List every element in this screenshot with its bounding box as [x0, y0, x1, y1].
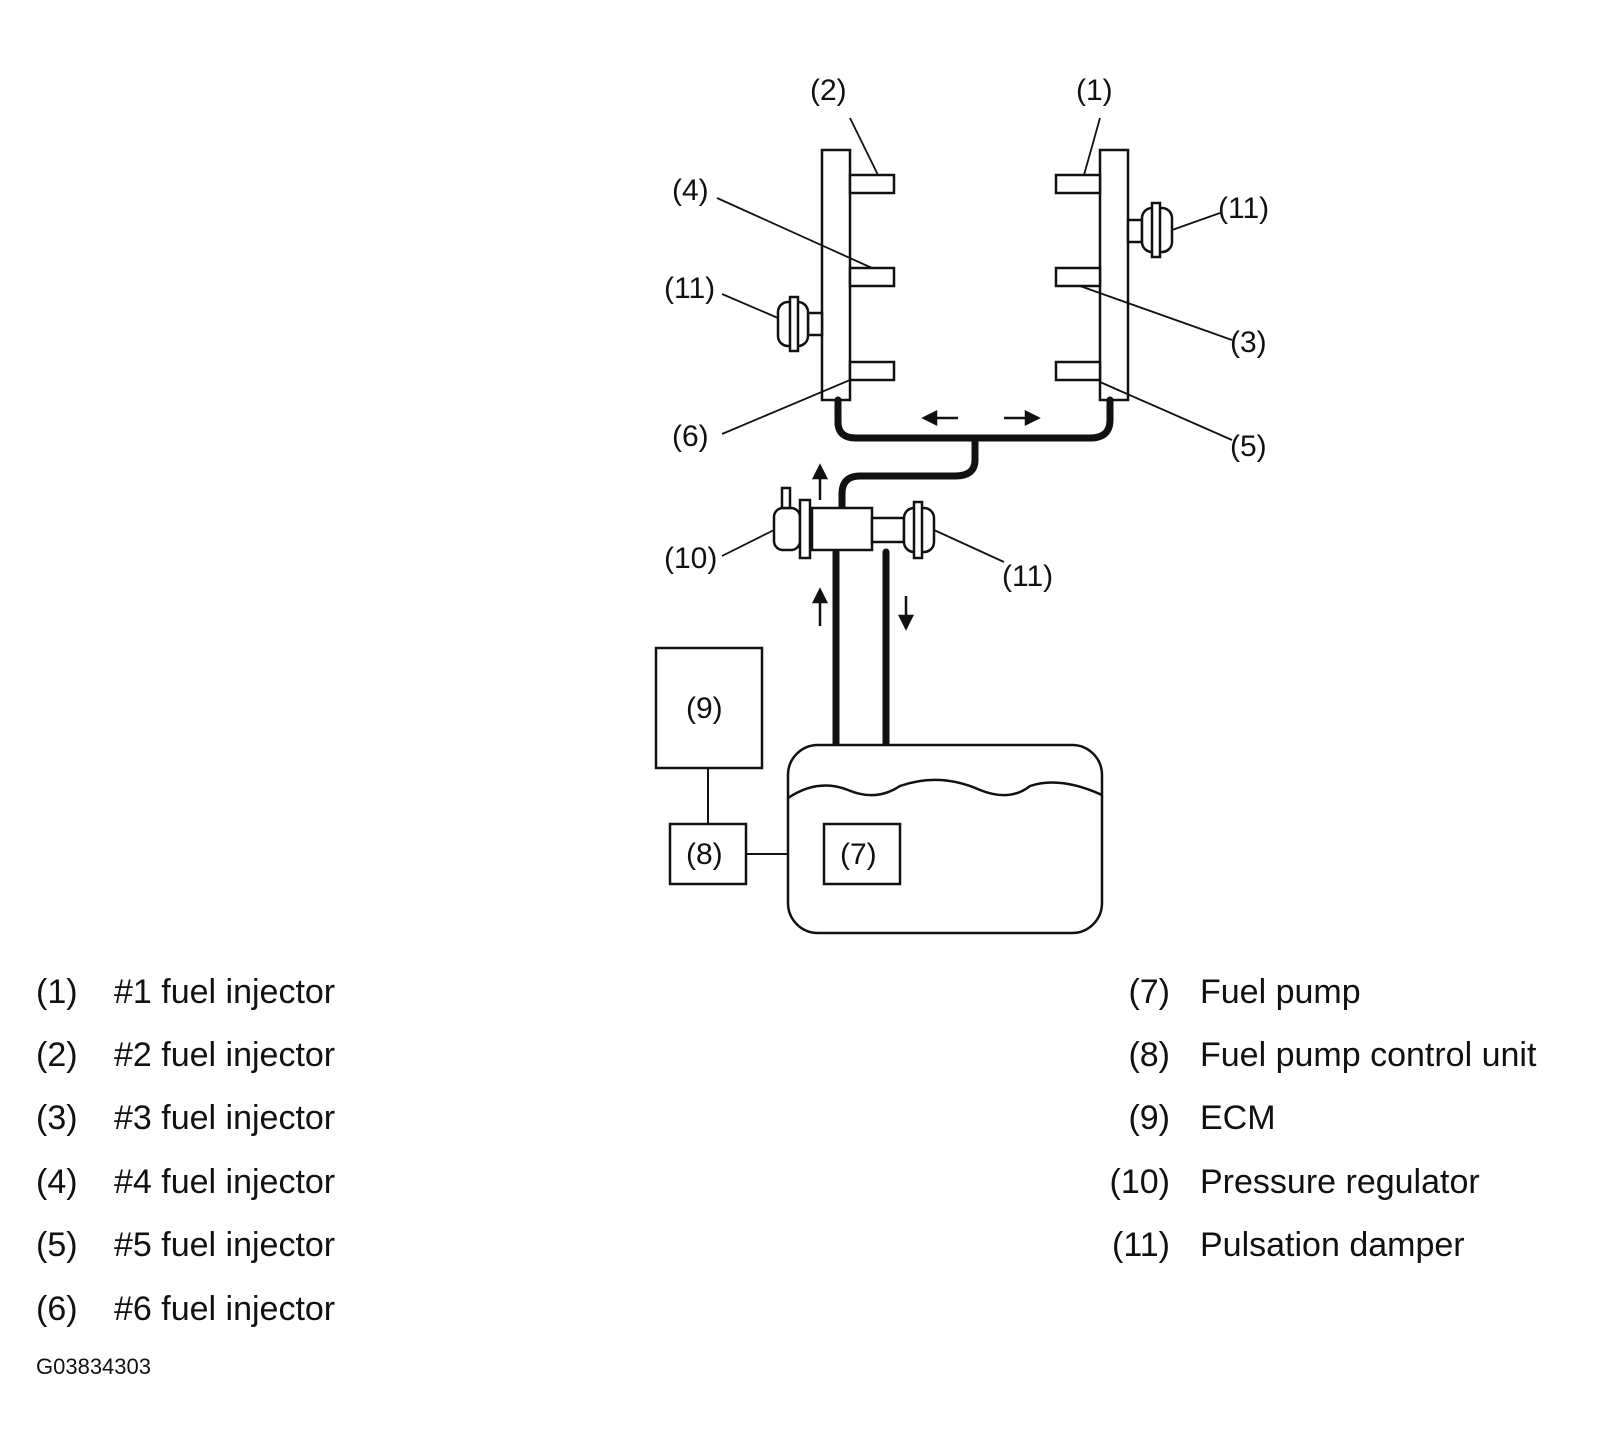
- legend-num: (2): [36, 1036, 78, 1074]
- label-9: (9): [686, 692, 723, 725]
- legend-item-8: (8) Fuel pump control unit: [1086, 1035, 1586, 1075]
- label-7: (7): [840, 838, 877, 871]
- callout-10: (10): [664, 542, 717, 575]
- legend-label: Fuel pump: [1200, 973, 1361, 1011]
- legend-item-11: (11) Pulsation damper: [1086, 1225, 1586, 1265]
- legend-label: Fuel pump control unit: [1200, 1036, 1537, 1074]
- flow-arrows: [811, 409, 1041, 631]
- callout-5: (5): [1230, 430, 1267, 463]
- callout-4: (4): [672, 174, 709, 207]
- legend-num: (10): [1109, 1163, 1170, 1201]
- legend-num: (1): [36, 973, 78, 1011]
- legend-num: (6): [36, 1290, 78, 1328]
- legend-label: Pulsation damper: [1200, 1226, 1465, 1264]
- legend-label: #2 fuel injector: [114, 1036, 336, 1074]
- legend-num: (5): [36, 1226, 78, 1264]
- legend-label: #6 fuel injector: [114, 1290, 336, 1328]
- legend-num: (4): [36, 1163, 78, 1201]
- legend-item-1: (1) #1 fuel injector: [36, 972, 436, 1012]
- fuel-pump-box: [822, 822, 902, 886]
- legend-item-2: (2) #2 fuel injector: [36, 1035, 436, 1075]
- fuel-level-line: [787, 778, 1103, 800]
- legend-label: #1 fuel injector: [114, 973, 336, 1011]
- injector-3: [1054, 266, 1102, 288]
- pulsation-damper-left: [776, 295, 824, 353]
- callout-2: (2): [810, 74, 847, 107]
- legend-num: (11): [1112, 1226, 1170, 1264]
- legend-item-4: (4) #4 fuel injector: [36, 1162, 436, 1202]
- fuel-pump-control-unit-box: [668, 822, 748, 886]
- legend-item-9: (9) ECM: [1086, 1098, 1586, 1138]
- callout-1: (1): [1076, 74, 1113, 107]
- legend-label: ECM: [1200, 1099, 1276, 1137]
- legend-item-10: (10) Pressure regulator: [1086, 1162, 1586, 1202]
- callout-11-right-rail: (11): [1218, 192, 1269, 225]
- legend-item-5: (5) #5 fuel injector: [36, 1225, 436, 1265]
- legend-label: #3 fuel injector: [114, 1099, 336, 1137]
- pulsation-damper-right: [1126, 201, 1174, 259]
- callout-6: (6): [672, 420, 709, 453]
- injector-1: [1054, 173, 1102, 195]
- legend-label: #5 fuel injector: [114, 1226, 336, 1264]
- injector-6: [848, 360, 896, 382]
- legend-num: (9): [1128, 1099, 1170, 1137]
- legend-item-7: (7) Fuel pump: [1086, 972, 1586, 1012]
- legend-num: (8): [1128, 1036, 1170, 1074]
- legend-label: Pressure regulator: [1200, 1163, 1480, 1201]
- callout-3: (3): [1230, 326, 1267, 359]
- injector-2: [848, 173, 896, 195]
- leader-lines: [716, 117, 1233, 563]
- legend-item-6: (6) #6 fuel injector: [36, 1289, 436, 1329]
- injector-5: [1054, 360, 1102, 382]
- fuel-system-diagram: (2) (1) (4) (11) (11) (3) (6) (5) (10) (…: [654, 74, 1269, 935]
- pressure-regulator: [772, 486, 906, 560]
- injector-4: [848, 266, 896, 288]
- right-fuel-rail: [1098, 148, 1130, 402]
- legend-num: (7): [1128, 973, 1170, 1011]
- legend-item-3: (3) #3 fuel injector: [36, 1098, 436, 1138]
- pulsation-damper-regulator: [902, 500, 936, 560]
- figure-id: G03834303: [36, 1354, 151, 1379]
- legend-num: (3): [36, 1099, 78, 1137]
- legend-label: #4 fuel injector: [114, 1163, 336, 1201]
- ecm-box: [654, 646, 764, 770]
- label-8: (8): [686, 838, 723, 871]
- callout-11-regulator: (11): [1002, 560, 1053, 593]
- fuel-tank: [786, 743, 1104, 935]
- left-fuel-rail: [820, 148, 852, 402]
- callout-11-left-rail: (11): [664, 272, 715, 305]
